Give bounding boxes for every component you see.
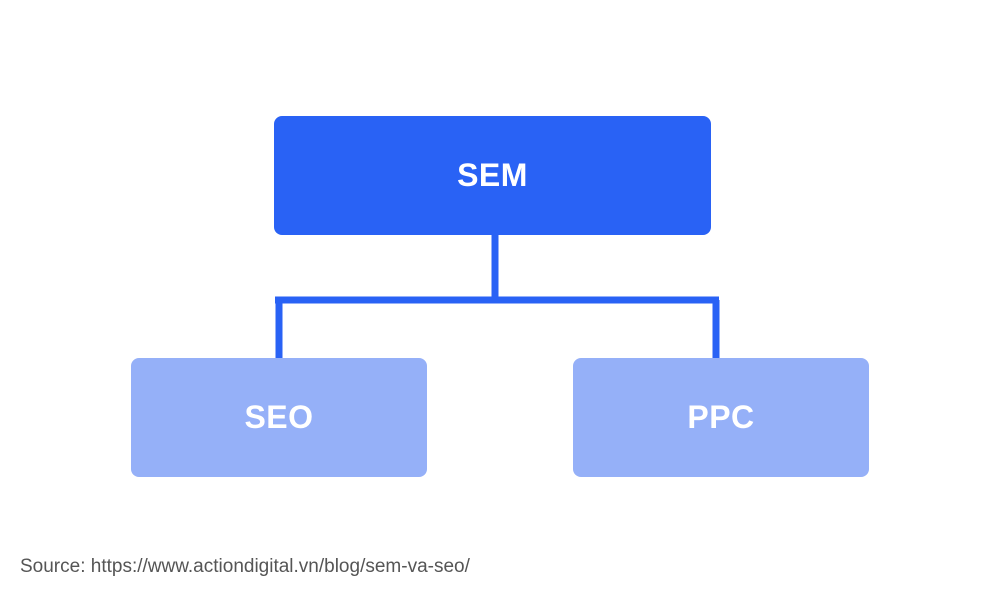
node-seo: SEO bbox=[131, 358, 427, 477]
node-sem: SEM bbox=[274, 116, 711, 235]
node-sem-label: SEM bbox=[457, 157, 528, 193]
source-caption: Source: https://www.actiondigital.vn/blo… bbox=[20, 556, 470, 577]
node-seo-label: SEO bbox=[244, 399, 314, 435]
node-ppc-label: PPC bbox=[687, 399, 755, 435]
node-ppc: PPC bbox=[573, 358, 869, 477]
